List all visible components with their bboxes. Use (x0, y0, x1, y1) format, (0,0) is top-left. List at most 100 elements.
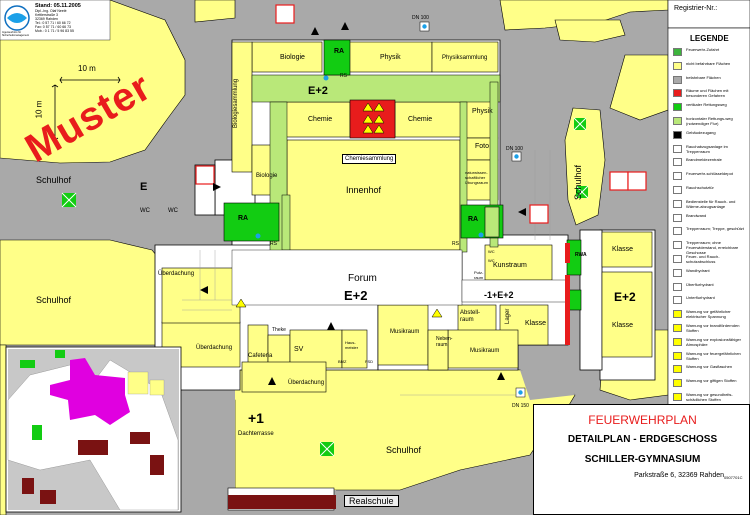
legend-label: vertikaler Rettungsweg (686, 102, 727, 108)
legend-label: Feuerwehr-Zufahrt (686, 47, 720, 52)
smoke-door-top: RS (340, 73, 347, 79)
room-physik: Physik (380, 54, 401, 61)
legend-swatch (673, 158, 682, 167)
school-name: SCHILLER-GYMNASIUM (584, 454, 701, 465)
legend-item: Räume und Flächen mit besonderen Gefahre… (673, 87, 750, 101)
legend-item: Feuer- und Rauch-schutzabschluss (673, 253, 750, 267)
rooms (161, 41, 653, 393)
legend-item: Bedienstelle für Rauch- und Wärme-abzugs… (673, 198, 750, 212)
plan-title: FEUERWEHRPLAN (588, 413, 697, 427)
room-physik-2: Physik (472, 108, 493, 115)
legend-label: Warnung vor giftigen Stoffen (686, 378, 737, 384)
scale-horizontal: 10 m (78, 64, 96, 73)
fire-wall (565, 275, 570, 345)
legend-swatch (673, 393, 682, 401)
legend-item: Warnung vor gefährlicher elektrischer Sp… (673, 308, 750, 322)
realschule-label: Realschule (344, 495, 399, 507)
legend-label: Räume und Flächen mit besonderen Gefahre… (686, 88, 729, 99)
legend-swatch (673, 255, 682, 263)
legend-item: Warnung vor gesundheits-schädlichen Stof… (673, 391, 750, 405)
legend-item: Rauchschutztür (673, 184, 750, 198)
legend-item: Warnung vor feuergefährlichen Stoffen (673, 350, 750, 364)
school-address: Parkstraße 6, 32369 Rahden (634, 472, 724, 479)
legend-item: Brandmeldezentrale (673, 156, 750, 170)
plan-subtitle: DETAILPLAN - ERDGESCHOSS (567, 434, 718, 445)
room-biologiesammlung: Biologiesammlung (233, 78, 239, 128)
room-theke: Theke (272, 327, 286, 333)
courtyard-innenhof: Innenhof (346, 185, 382, 195)
room-biologie-2: Biologie (256, 173, 278, 179)
vertical-escape-routes (223, 39, 582, 311)
legend-item: Brandwand (673, 212, 750, 226)
canopy-1: Überdachung (158, 271, 195, 277)
room-klasse-3: Klasse (525, 320, 547, 327)
legend-label: Warnung vor brandfördernden Stoffen (686, 323, 740, 333)
hydrant-label-mid: DN 100 (506, 146, 523, 152)
fsd-label: FSD (365, 359, 373, 364)
legend-swatch (673, 310, 682, 319)
legend-swatch (673, 130, 682, 139)
legend-label: Gebäudezugang (686, 129, 716, 135)
legend-label: horizontaler Rettungs-weg (notwendiger F… (686, 116, 733, 126)
legend-label: Treppenraum; Treppe, geschützt (686, 226, 744, 232)
room-sv: SV (294, 346, 304, 353)
room-chemie-1: Chemie (308, 116, 333, 123)
room-klasse-2: Klasse (612, 322, 634, 329)
legend-swatch (673, 268, 682, 277)
roof-terrace-level: +1 (248, 410, 264, 426)
staircase-symbols (195, 4, 647, 224)
room-putzraum: Putz-raum (474, 270, 484, 280)
room-lager: Lager (505, 308, 511, 324)
legend-item: Warnung vor brandfördernden Stoffen (673, 322, 750, 336)
stand-date: Stand: 05.11.2005 (35, 3, 81, 9)
legend-label: Warnung vor gefährlicher elektrischer Sp… (686, 309, 731, 320)
legend-label: Brandwand (686, 212, 707, 218)
legend-label: Unterflurhydrant (686, 295, 715, 301)
schoolyard-right: Schulhof (573, 164, 583, 200)
office-address: Dipl.-Ing. Olaf Neelé Kettlerstraße 3 32… (35, 9, 74, 33)
legend-label: nicht befahrbare Flächen (686, 60, 731, 66)
room-musikraum-1: Musikraum (390, 329, 420, 335)
legend-item: Gebäudezugang (673, 129, 750, 143)
registration-number: Registrier-Nr.: (674, 5, 718, 12)
rwa-label: RWA (575, 252, 587, 258)
horizontal-escape-routes (251, 74, 501, 253)
schoolyard-hatching (182, 150, 551, 396)
room-biologie: Biologie (280, 54, 305, 61)
legend-item: Überflurhydrant (673, 281, 750, 295)
access-arrows (200, 22, 526, 385)
legend-swatch (673, 103, 682, 112)
legend-swatch (673, 199, 682, 208)
scale-bars (51, 76, 121, 141)
plan-code: 0507701C (724, 475, 743, 480)
legend-item: horizontaler Rettungs-weg (notwendiger F… (673, 115, 750, 129)
legend-label: Überflurhydrant (686, 281, 714, 287)
legend-swatch (673, 351, 682, 360)
roof-terrace: Dachterrasse (238, 431, 274, 437)
legend-swatch (673, 379, 682, 388)
room-musikraum-2: Musikraum (470, 348, 500, 354)
hydrant-label-top: DN 100 (412, 15, 429, 21)
legend-swatch (673, 213, 682, 222)
stair-e-left: E (140, 181, 148, 193)
legend-swatch (673, 337, 682, 346)
legend-item: Unterflurhydrant (673, 294, 750, 308)
schoolyard-left: Schulhof (36, 175, 72, 185)
room-chemie-2: Chemie (408, 116, 433, 123)
bmz-label: BMZ (338, 359, 347, 364)
room-cafeteria: Cafeteria (248, 353, 273, 359)
legend-item: vertikaler Rettungsweg (673, 101, 750, 115)
legend-swatch (673, 282, 682, 291)
canopy-3: Überdachung (288, 380, 325, 386)
legend-swatch (673, 186, 682, 194)
legend-swatch (673, 144, 682, 153)
schoolyard-left-lower: Schulhof (36, 295, 72, 305)
legend-item: Warnung vor explosionsfähiger Atmosphäre (673, 336, 750, 350)
level-top: E+2 (308, 85, 328, 97)
legend-label: Feuer- und Rauch-schutzabschluss (686, 254, 720, 264)
room-science-practice: naturwissen-schaftlicher Übungsraum (465, 170, 488, 185)
canopy-2: Überdachung (196, 345, 233, 351)
legend-label: Warnung vor Gasflaschen (686, 364, 733, 370)
legend-item: Wandhydrant (673, 267, 750, 281)
legend-item: Feuerwehr-schlüsseldepot (673, 170, 750, 184)
